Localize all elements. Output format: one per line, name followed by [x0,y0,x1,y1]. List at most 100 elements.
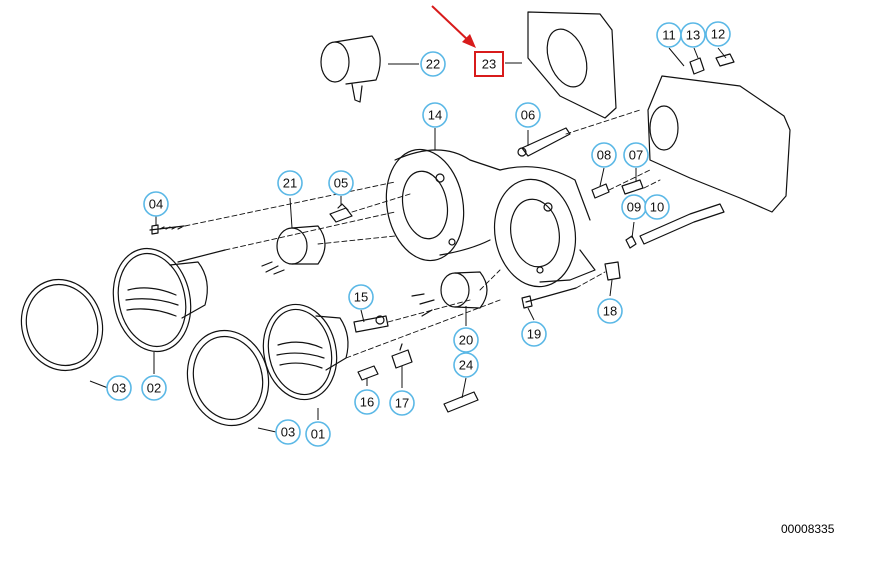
callout-circle [348,284,374,310]
bulb-15 [353,315,389,333]
headlight-right [262,303,349,401]
screw-19 [521,287,577,309]
callout-04: 04 [143,191,169,217]
callout-10: 10 [644,194,670,220]
callout-label: 14 [428,108,442,123]
socket-20 [411,271,488,317]
cover-23 [527,11,617,119]
leader-lines [89,47,727,433]
callout-circle [623,142,649,168]
callout-24: 24 [453,352,479,378]
callout-15: 15 [348,284,374,310]
callout-label: 11 [662,28,676,43]
callout-label: 10 [650,200,664,215]
bulb-16 [357,365,379,381]
bulb-17 [391,343,413,369]
bracket-18 [604,261,621,281]
callout-circle [453,327,479,353]
callout-circle [521,321,547,347]
callout-01: 01 [305,421,331,447]
assembly-lines [184,109,661,359]
callout-circle [422,102,448,128]
diagram-id: 00008335 [781,522,835,536]
callout-18: 18 [597,298,623,324]
callout-circle [705,21,731,47]
callout-03: 03 [106,375,132,401]
part-08 [591,183,610,199]
callout-06: 06 [515,102,541,128]
callout-16: 16 [354,389,380,415]
callout-02: 02 [141,375,167,401]
callout-label: 17 [395,396,409,411]
callout-circle [680,22,706,48]
highlight-arrow [431,5,476,48]
callout-circle [275,419,301,445]
callout-label: 21 [283,176,297,191]
callout-label: 03 [281,425,295,440]
callout-circle [277,170,303,196]
callout-13: 13 [680,22,706,48]
callout-label: 04 [149,197,163,212]
callout-label: 16 [360,395,374,410]
callout-03: 03 [275,419,301,445]
callout-circle [143,191,169,217]
holder-05 [329,203,353,223]
part-07 [621,179,644,195]
callout-label: 03 [112,381,126,396]
housing-14 [385,148,596,288]
callout-20: 20 [453,327,479,353]
callout-09: 09 [621,194,647,220]
connector-24 [443,391,479,413]
socket-21 [261,225,326,275]
trim-ring-left [20,278,104,372]
callout-label: 12 [711,27,725,42]
callout-circle [644,194,670,220]
callout-23: 23 [474,51,504,77]
callout-label: 08 [597,148,611,163]
headlight-left [112,247,226,353]
callout-17: 17 [389,390,415,416]
adjuster-09-10 [625,203,725,249]
callout-11: 11 [656,22,682,48]
callout-circle [597,298,623,324]
callout-circle [591,142,617,168]
callout-label: 18 [603,304,617,319]
callout-label: 09 [627,200,641,215]
callout-21: 21 [277,170,303,196]
callout-14: 14 [422,102,448,128]
callout-12: 12 [705,21,731,47]
callout-label: 22 [426,57,440,72]
callout-circle [389,390,415,416]
callout-08: 08 [591,142,617,168]
callouts: 01 02 03 03 04 05 06 07 08 09 10 11 12 13 14 15 16 17 18 19… [106,21,731,447]
callout-circle [515,102,541,128]
callout-circle [141,375,167,401]
callout-label: 02 [147,381,161,396]
callout-circle [354,389,380,415]
callout-label: 23 [482,57,496,72]
callout-label: 15 [354,290,368,305]
callout-label: 24 [459,358,473,373]
callout-label: 13 [686,28,700,43]
callout-highlight-box [474,51,504,77]
callout-circle [305,421,331,447]
callout-circle [106,375,132,401]
callout-19: 19 [521,321,547,347]
cap-22 [320,35,381,103]
callout-label: 19 [527,327,541,342]
callout-label: 05 [334,176,348,191]
callout-label: 01 [311,427,325,442]
callout-circle [420,51,446,77]
screw-04 [149,224,185,235]
callout-circle [328,170,354,196]
callout-05: 05 [328,170,354,196]
rod-06 [517,127,571,157]
callout-22: 22 [420,51,446,77]
callout-circle [453,352,479,378]
rear-cover [647,53,791,213]
callout-label: 06 [521,108,535,123]
callout-07: 07 [623,142,649,168]
callout-label: 20 [459,333,473,348]
